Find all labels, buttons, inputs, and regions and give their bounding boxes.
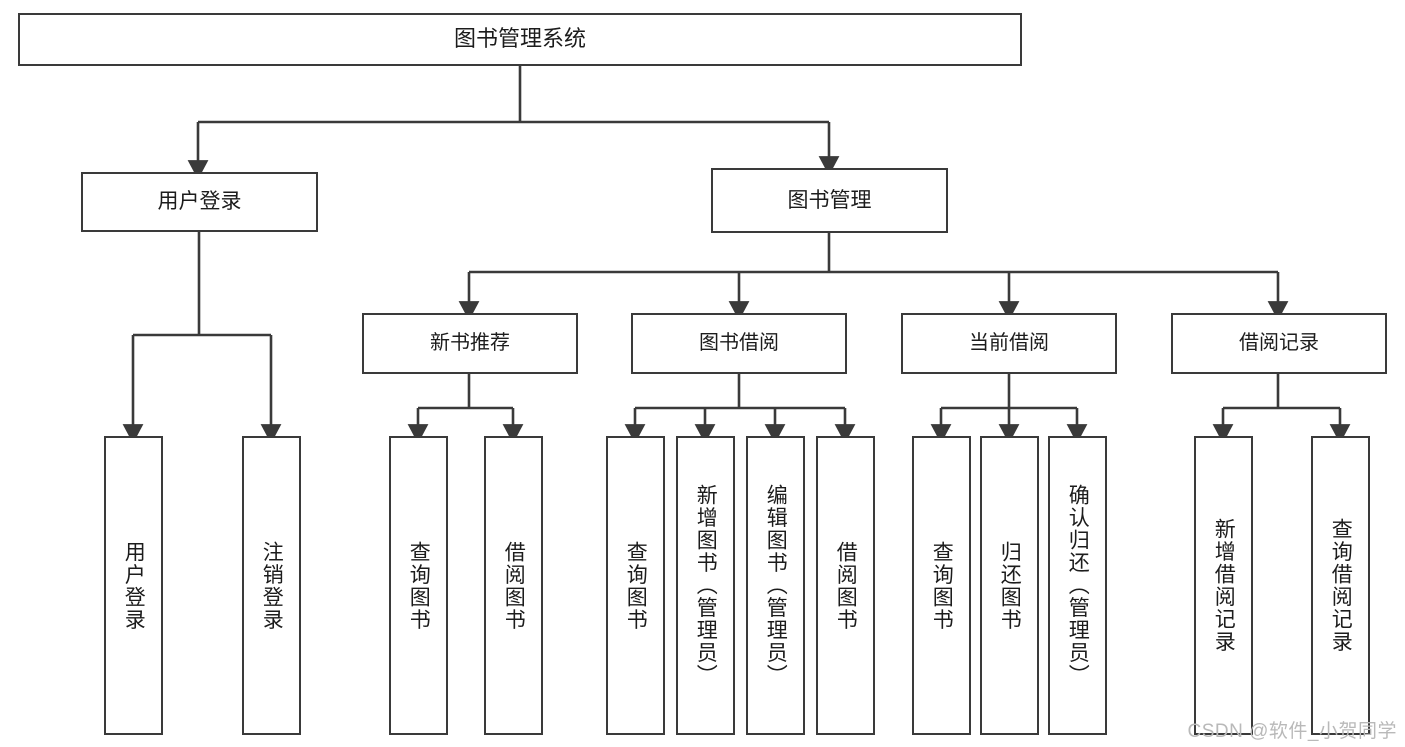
leaf-current-return-book-label: 归还图书 xyxy=(998,540,1022,631)
leaf-current-return-book[interactable]: 归还图书 xyxy=(980,436,1039,735)
leaf-current-query-book[interactable]: 查询图书 xyxy=(912,436,971,735)
leaf-record-query-label: 查询借阅记录 xyxy=(1329,518,1353,653)
node-borrow-record-label: 借阅记录 xyxy=(1239,332,1319,355)
leaf-borrow-edit-book[interactable]: 编辑图书（管理员） xyxy=(746,436,805,735)
leaf-recommend-query-book[interactable]: 查询图书 xyxy=(389,436,448,735)
node-user-login-label: 用户登录 xyxy=(157,190,242,214)
node-new-book-recommend[interactable]: 新书推荐 xyxy=(362,313,578,374)
leaf-recommend-borrow-book[interactable]: 借阅图书 xyxy=(484,436,543,735)
leaf-borrow-add-book[interactable]: 新增图书（管理员） xyxy=(676,436,735,735)
node-new-book-recommend-label: 新书推荐 xyxy=(430,332,510,355)
node-book-borrow[interactable]: 图书借阅 xyxy=(631,313,847,374)
node-book-borrow-label: 图书借阅 xyxy=(699,332,779,355)
node-borrow-record[interactable]: 借阅记录 xyxy=(1171,313,1387,374)
leaf-user-login-label: 用户登录 xyxy=(122,540,146,631)
node-root-label: 图书管理系统 xyxy=(453,26,586,52)
node-current-borrow-label: 当前借阅 xyxy=(969,332,1049,355)
leaf-user-login[interactable]: 用户登录 xyxy=(104,436,163,735)
node-user-login[interactable]: 用户登录 xyxy=(81,172,318,232)
leaf-borrow-borrow-book[interactable]: 借阅图书 xyxy=(816,436,875,735)
leaf-borrow-edit-book-label: 编辑图书（管理员） xyxy=(764,484,788,687)
leaf-record-add[interactable]: 新增借阅记录 xyxy=(1194,436,1253,735)
leaf-borrow-borrow-book-label: 借阅图书 xyxy=(834,540,858,631)
leaf-borrow-query-book[interactable]: 查询图书 xyxy=(606,436,665,735)
node-root-system[interactable]: 图书管理系统 xyxy=(18,13,1022,66)
leaf-recommend-borrow-book-label: 借阅图书 xyxy=(502,540,526,631)
leaf-record-query[interactable]: 查询借阅记录 xyxy=(1311,436,1370,735)
csdn-watermark: CSDN @软件_小贺同学 xyxy=(1187,721,1397,742)
leaf-record-add-label: 新增借阅记录 xyxy=(1212,518,1236,653)
leaf-recommend-query-book-label: 查询图书 xyxy=(407,540,431,631)
leaf-logout[interactable]: 注销登录 xyxy=(242,436,301,735)
node-book-management-label: 图书管理 xyxy=(787,188,872,212)
leaf-logout-label: 注销登录 xyxy=(260,540,284,631)
leaf-borrow-add-book-label: 新增图书（管理员） xyxy=(694,484,718,687)
node-current-borrow[interactable]: 当前借阅 xyxy=(901,313,1117,374)
leaf-current-confirm-return[interactable]: 确认归还（管理员） xyxy=(1048,436,1107,735)
node-book-management[interactable]: 图书管理 xyxy=(711,168,948,233)
leaf-current-query-book-label: 查询图书 xyxy=(930,540,954,631)
leaf-current-confirm-return-label: 确认归还（管理员） xyxy=(1066,484,1090,687)
leaf-borrow-query-book-label: 查询图书 xyxy=(624,540,648,631)
